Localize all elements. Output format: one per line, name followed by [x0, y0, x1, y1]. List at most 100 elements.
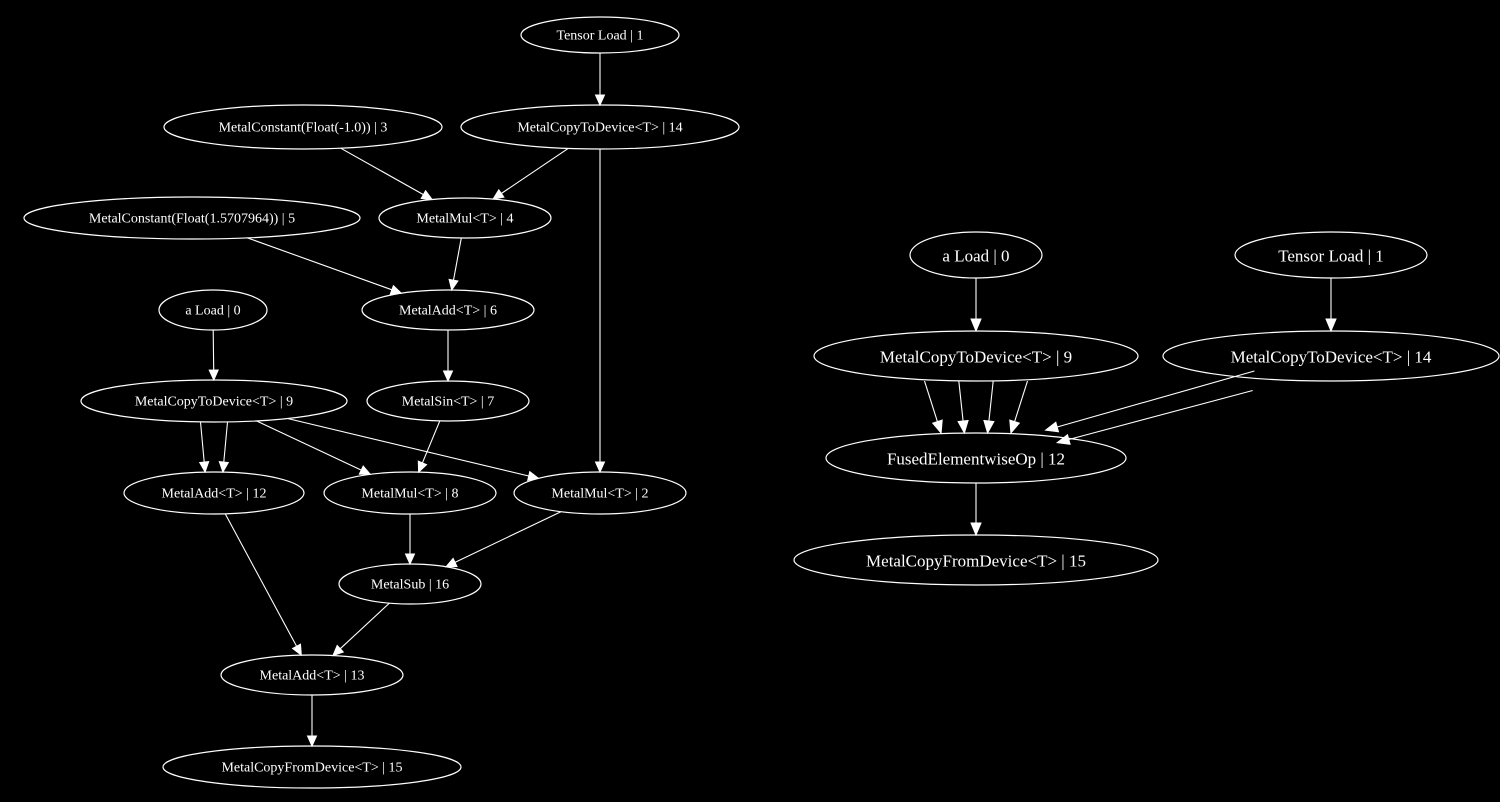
node-label: MetalAdd<T> | 13 — [260, 669, 365, 684]
edge-copy9-to-add12 — [218, 421, 230, 474]
node-add12[interactable]: MetalAdd<T> | 12 — [123, 471, 305, 515]
node-label: a Load | 0 — [185, 304, 240, 319]
node-copyfrom15[interactable]: MetalCopyFromDevice<T> | 15 — [793, 534, 1159, 586]
node-ellipse — [80, 379, 348, 423]
node-label: MetalConstant(Float(-1.0)) | 3 — [219, 121, 388, 136]
edge-mul8-to-sub16 — [404, 514, 416, 566]
node-aload0[interactable]: a Load | 0 — [909, 231, 1043, 279]
edge-add6-to-sin7 — [442, 330, 454, 383]
arrowhead-icon — [957, 419, 969, 435]
arrowhead-icon — [332, 644, 345, 657]
node-label: MetalCopyFromDevice<T> | 15 — [221, 761, 402, 776]
node-label: MetalCopyToDevice<T> | 9 — [880, 348, 1072, 367]
node-sin7[interactable]: MetalSin<T> | 7 — [366, 380, 530, 422]
arrowhead-icon — [1325, 318, 1337, 333]
node-mul8[interactable]: MetalMul<T> | 8 — [323, 471, 497, 515]
arrowhead-icon — [208, 369, 219, 382]
node-mul2[interactable]: MetalMul<T> | 2 — [513, 471, 687, 515]
edge-copy9-to-fused12 — [983, 380, 995, 435]
node-ellipse — [366, 380, 530, 422]
arrowhead-icon — [291, 643, 302, 657]
node-fused12[interactable]: FusedElementwiseOp | 12 — [825, 432, 1127, 484]
node-ellipse — [323, 471, 497, 515]
edge-line — [256, 420, 362, 471]
unfused-graph: Tensor Load | 1 MetalCopyToDevice<T> | 14… — [23, 16, 740, 789]
arrowhead-icon — [448, 278, 459, 292]
edge-copy14-to-fused12 — [1055, 389, 1253, 445]
node-add6[interactable]: MetalAdd<T> | 6 — [361, 289, 535, 331]
edge-line — [500, 147, 569, 194]
edge-mul2-to-sub16 — [444, 511, 562, 568]
arrowhead-icon — [931, 419, 943, 435]
node-label: MetalMul<T> | 4 — [416, 212, 513, 227]
arrowhead-icon — [306, 735, 318, 748]
node-ellipse — [825, 432, 1127, 484]
arrowhead-icon — [491, 188, 505, 200]
edge-line — [339, 602, 390, 650]
edge-line — [923, 380, 938, 422]
node-tload1[interactable]: Tensor Load | 1 — [1234, 231, 1428, 279]
node-label: MetalCopyToDevice<T> | 14 — [1231, 348, 1432, 367]
edge-tload1-to-copy14 — [594, 53, 606, 107]
edge-const3-to-mul4 — [340, 147, 434, 201]
node-aload0[interactable]: a Load | 0 — [158, 289, 268, 331]
node-label: MetalCopyToDevice<T> | 14 — [517, 121, 682, 136]
edge-copy9-to-add12 — [198, 421, 210, 474]
arrowhead-icon — [420, 189, 434, 201]
edge-line — [340, 147, 424, 196]
node-ellipse — [163, 104, 443, 150]
node-sub16[interactable]: MetalSub | 16 — [338, 563, 482, 605]
node-add13[interactable]: MetalAdd<T> | 13 — [220, 654, 404, 696]
node-copyfrom15[interactable]: MetalCopyFromDevice<T> | 15 — [162, 745, 462, 789]
node-ellipse — [158, 289, 268, 331]
node-ellipse — [460, 104, 740, 150]
node-label: MetalSub | 16 — [371, 578, 449, 593]
arrowhead-icon — [1055, 433, 1071, 445]
node-label: MetalCopyFromDevice<T> | 15 — [866, 552, 1086, 571]
edge-line — [421, 420, 441, 464]
node-copy9[interactable]: MetalCopyToDevice<T> | 9 — [813, 330, 1139, 382]
node-ellipse — [123, 471, 305, 515]
node-ellipse — [793, 534, 1159, 586]
node-label: FusedElementwiseOp | 12 — [887, 450, 1065, 469]
edge-copy9-to-fused12 — [1009, 380, 1029, 435]
node-const5[interactable]: MetalConstant(Float(1.5707964)) | 5 — [23, 196, 361, 240]
edge-line — [1014, 380, 1029, 422]
edge-tload1-to-copy14 — [1325, 278, 1337, 333]
edge-aload0-to-copy9 — [970, 278, 982, 333]
edge-line — [988, 380, 994, 422]
arrowhead-icon — [198, 461, 210, 474]
arrowhead-icon — [1009, 419, 1021, 435]
edge-add12-to-add13 — [224, 513, 302, 657]
arrowhead-icon — [218, 461, 230, 474]
edge-line — [454, 511, 562, 563]
node-copy9[interactable]: MetalCopyToDevice<T> | 9 — [80, 379, 348, 423]
node-ellipse — [1234, 231, 1428, 279]
edge-copy14-to-mul4 — [491, 147, 569, 200]
node-label: MetalSin<T> | 7 — [402, 395, 494, 410]
node-tload1[interactable]: Tensor Load | 1 — [520, 16, 680, 54]
node-copy14[interactable]: MetalCopyToDevice<T> | 14 — [1162, 330, 1500, 382]
edge-sub16-to-add13 — [332, 602, 390, 657]
edge-sin7-to-mul8 — [417, 420, 441, 474]
arrowhead-icon — [970, 318, 982, 333]
edge-line — [958, 380, 964, 422]
node-mul4[interactable]: MetalMul<T> | 4 — [378, 197, 552, 239]
edge-line — [1057, 370, 1255, 428]
edge-const5-to-add6 — [247, 237, 403, 295]
node-label: MetalConstant(Float(1.5707964)) | 5 — [89, 212, 295, 227]
arrowhead-icon — [358, 465, 372, 475]
edge-copy9-to-mul2 — [287, 417, 540, 482]
arrowhead-icon — [970, 522, 982, 537]
node-ellipse — [813, 330, 1139, 382]
node-label: MetalMul<T> | 8 — [361, 487, 458, 502]
arrowhead-icon — [983, 419, 995, 435]
edge-copy9-to-fused12 — [957, 380, 969, 435]
edge-line — [212, 329, 215, 371]
node-copy14[interactable]: MetalCopyToDevice<T> | 14 — [460, 104, 740, 150]
node-const3[interactable]: MetalConstant(Float(-1.0)) | 3 — [163, 104, 443, 150]
node-ellipse — [162, 745, 462, 789]
arrowhead-icon — [594, 461, 606, 474]
